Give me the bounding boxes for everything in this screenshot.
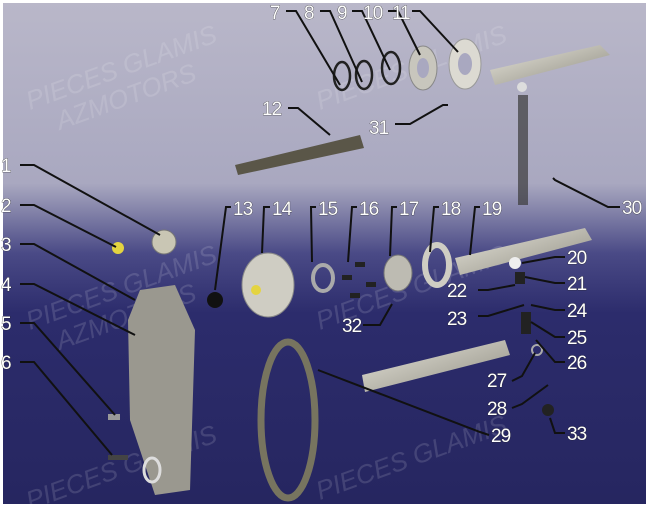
callout-27: 27 — [487, 371, 507, 392]
bolt-2 — [112, 242, 124, 254]
callout-10: 10 — [363, 3, 383, 24]
camshaft-top — [490, 45, 610, 85]
callout-12: 12 — [262, 99, 282, 120]
callout-23: 23 — [447, 309, 467, 330]
callout-6: 6 — [1, 353, 11, 374]
callout-32: 32 — [342, 316, 362, 337]
callout-1: 1 — [1, 156, 11, 177]
callout-14: 14 — [272, 199, 293, 220]
callout-24: 24 — [567, 301, 588, 322]
ring-8 — [354, 59, 374, 91]
callout-16: 16 — [359, 199, 379, 220]
parts — [108, 38, 610, 502]
callout-20: 20 — [567, 248, 587, 269]
callout-33: 33 — [567, 424, 587, 445]
pulley-14 — [241, 252, 295, 318]
valve-stack-30 — [518, 95, 528, 205]
callout-4: 4 — [1, 275, 12, 296]
callout-26: 26 — [567, 353, 587, 374]
bolt-6 — [108, 455, 128, 460]
leader-lines — [20, 10, 620, 456]
callout-2: 2 — [1, 196, 11, 217]
camshaft-12 — [235, 135, 364, 175]
bolt-16 — [355, 262, 365, 267]
part-33 — [542, 404, 554, 416]
callout-labels: 1 2 3 4 5 6 7 8 9 10 11 12 13 14 15 16 1… — [1, 3, 643, 448]
callout-29: 29 — [491, 426, 511, 447]
callout-18: 18 — [441, 199, 461, 220]
callout-25: 25 — [567, 328, 587, 349]
camshaft-19 — [455, 228, 592, 275]
callout-15: 15 — [318, 199, 338, 220]
callout-31: 31 — [369, 118, 389, 139]
callout-28: 28 — [487, 399, 507, 420]
belt-29 — [257, 338, 319, 502]
plate-17 — [383, 254, 413, 292]
ring-9 — [380, 50, 402, 86]
callout-22: 22 — [447, 281, 467, 302]
callout-5: 5 — [1, 314, 11, 335]
callout-21: 21 — [567, 274, 587, 295]
callout-11: 11 — [392, 3, 410, 24]
tensioner-1 — [151, 229, 177, 255]
plug-13 — [207, 292, 223, 308]
bolt-5 — [108, 414, 120, 420]
callout-13: 13 — [233, 199, 253, 220]
callout-17: 17 — [399, 199, 419, 220]
callout-8: 8 — [304, 3, 314, 24]
callout-9: 9 — [337, 3, 347, 24]
callout-3: 3 — [1, 235, 11, 256]
callout-30: 30 — [622, 198, 642, 219]
camshaft-lower — [362, 340, 510, 392]
timing-cover-4 — [128, 285, 195, 495]
gear-18 — [422, 242, 452, 288]
callout-7: 7 — [270, 3, 280, 24]
nut-15 — [311, 263, 335, 293]
callout-19: 19 — [482, 199, 502, 220]
